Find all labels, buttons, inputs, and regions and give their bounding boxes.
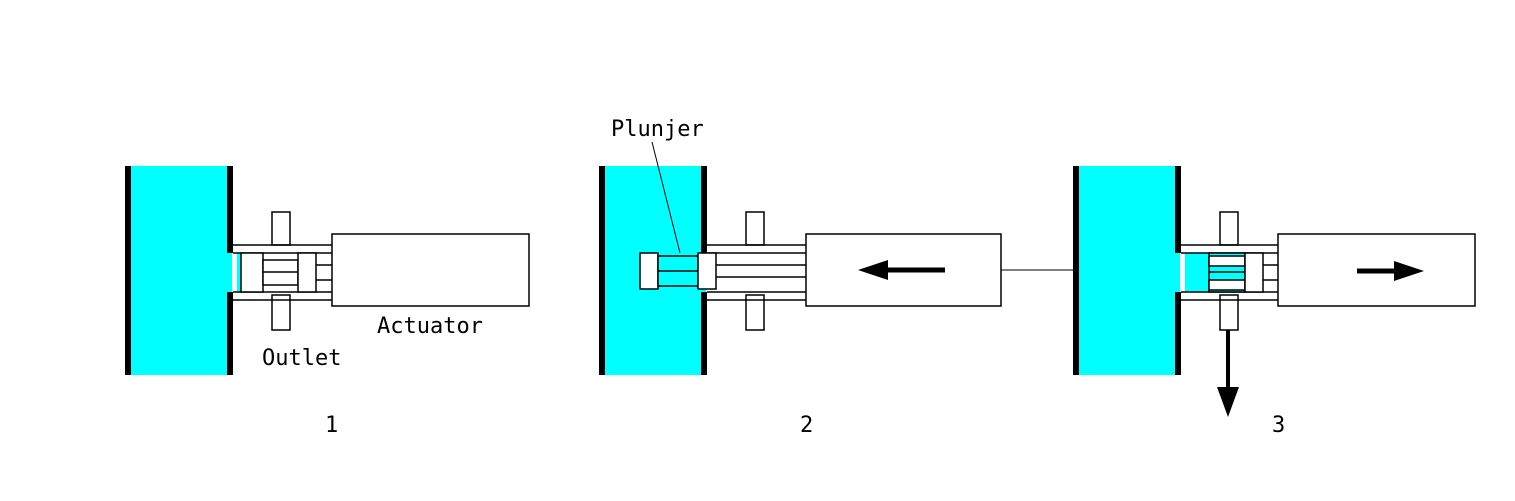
- actuator-label: Actuator: [377, 314, 483, 339]
- stage-1-outlet-pipe: [271, 211, 291, 331]
- stage-2-plunger: [639, 252, 806, 290]
- stage-2: [599, 141, 1002, 375]
- stage-1-reservoir: [125, 166, 241, 375]
- stage-3: [1073, 166, 1476, 417]
- step-number-3: 3: [1272, 413, 1285, 438]
- step-number-1: 1: [325, 413, 338, 438]
- stage-1-actuator: [331, 233, 530, 307]
- stage-3-reservoir: [1073, 166, 1209, 375]
- outlet-label: Outlet: [262, 346, 341, 371]
- stage-3-plunger: [1208, 252, 1278, 293]
- step-number-2: 2: [800, 413, 813, 438]
- stage-1: [125, 166, 530, 375]
- stage-2-outlet-pipe: [745, 211, 765, 331]
- stage-2-left-arrow: [858, 260, 945, 280]
- stage-3-down-arrow: [1217, 330, 1239, 417]
- stage-3-outlet-pipe: [1219, 211, 1239, 331]
- stage-3-right-arrow: [1357, 261, 1424, 281]
- stage-2-channel: [707, 244, 806, 301]
- stage-1-plunger: [240, 252, 332, 293]
- plunger-leader-line: [651, 141, 681, 254]
- plunger-label: Plunjer: [611, 117, 704, 142]
